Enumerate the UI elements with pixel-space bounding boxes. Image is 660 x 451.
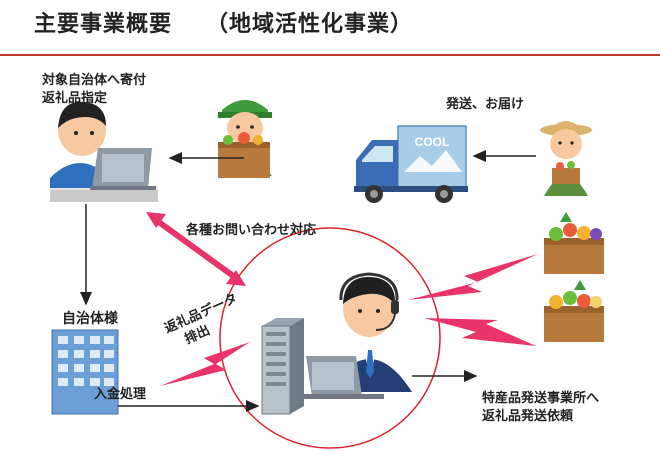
donation-request-line1: 対象自治体へ寄付 — [42, 73, 147, 88]
delivery-worker-icon — [218, 100, 272, 178]
operations-circle — [219, 227, 441, 449]
inquiries-label: 各種お問い合わせ対応 — [186, 223, 317, 238]
shipping-request-line2: 返礼品発送依頼 — [482, 409, 574, 424]
payment-label: 入金処理 — [94, 387, 147, 402]
donation-request-line2: 返礼品指定 — [42, 91, 108, 106]
call-center-operator-icon — [300, 272, 412, 399]
delivery-label: 発送、お届け — [446, 97, 525, 112]
title-divider — [0, 54, 660, 56]
office-building-icon — [51, 329, 119, 415]
lightning-bolt-data — [160, 342, 250, 386]
shipping-request-label: 特産品発送事業所へ 返礼品発送依頼 — [482, 390, 599, 426]
shipping-request-line1: 特産品発送事業所へ — [482, 391, 600, 406]
server-icon — [261, 318, 304, 415]
title-subtitle: （地域活性化事業） — [206, 12, 414, 37]
title-main: 主要事業概要 — [34, 12, 173, 37]
page-title: 主要事業概要 （地域活性化事業） — [34, 6, 413, 38]
lightning-bolt-lower — [424, 318, 536, 346]
municipality-label: 自治体様 — [62, 311, 118, 327]
truck-cool-text: COOL — [415, 135, 450, 149]
farmer-icon — [540, 121, 592, 196]
donation-request-label: 対象自治体へ寄付 返礼品指定 — [42, 72, 146, 108]
cool-truck-icon: COOL — [354, 125, 468, 203]
lightning-bolt-upper — [408, 254, 538, 300]
produce-box-icon — [544, 280, 604, 342]
inquiries-double-arrow — [146, 212, 246, 286]
produce-box-icon — [544, 212, 604, 274]
person-at-laptop-icon — [50, 101, 158, 202]
